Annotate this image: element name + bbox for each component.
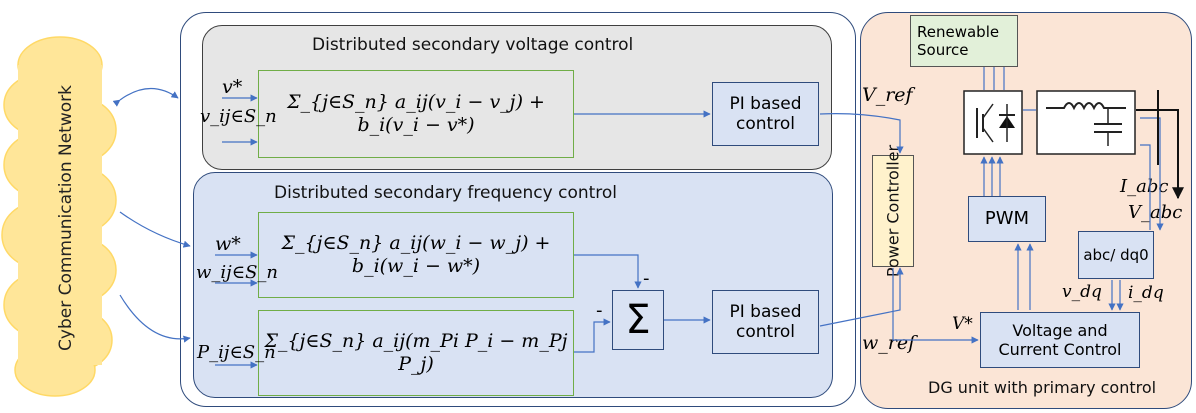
signal-v-dq: v_dq: [1062, 282, 1102, 302]
wire-v-ref: [819, 113, 904, 154]
link-cyber-frequency: [119, 211, 191, 248]
dg-unit-caption: DG unit with primary control: [928, 378, 1157, 397]
signal-i-abc: I_abc: [1120, 176, 1169, 197]
pi-controller-frequency: PI based control: [712, 290, 819, 354]
summing-junction: Σ: [612, 290, 664, 350]
summing-sign-left: -: [596, 300, 603, 321]
cyber-network-cloud: [1, 36, 117, 397]
power-controller-block: [872, 155, 914, 267]
summing-sign-top: -: [643, 268, 650, 289]
pwm-block: PWM: [968, 196, 1046, 242]
pi-controller-voltage: PI based control: [712, 82, 819, 146]
abc-dq0-block: abc/ dq0: [1078, 231, 1154, 279]
abc-dq0-label: abc/ dq0: [1083, 246, 1149, 264]
signal-v-star: V*: [952, 314, 973, 334]
signal-i-dq: i_dq: [1128, 283, 1164, 303]
power-consensus-block: Σ_{j∈S_n} a_ij(m_Pi P_i − m_Pj P_j): [258, 310, 574, 396]
renewable-source-block: Renewable Source: [910, 15, 1018, 67]
frequency-consensus-block: Σ_{j∈S_n} a_ij(w_i − w_j) + b_i(w_i − w*…: [258, 212, 574, 298]
wire-measure-i: [1140, 117, 1164, 231]
voltage-panel-title: Distributed secondary voltage control: [312, 35, 634, 55]
input-v-star: v*: [222, 76, 243, 98]
signal-v-ref: V_ref: [862, 84, 913, 106]
pi-voltage-label: PI based control: [729, 93, 802, 134]
pi-frequency-label: PI based control: [729, 301, 802, 342]
input-v-neighbors: v_ij∈S_n: [200, 106, 277, 127]
signal-v-abc: V_abc: [1128, 202, 1183, 223]
output-current-arrow: [1136, 109, 1184, 200]
input-p-neighbors: P_ij∈S_n: [197, 342, 276, 363]
voltage-equation: Σ_{j∈S_n} a_ij(v_i − v_j) + b_i(v_i − v*…: [287, 91, 545, 136]
secondary-control-container: [180, 12, 856, 407]
frequency-equation: Σ_{j∈S_n} a_ij(w_i − w_j) + b_i(w_i − w*…: [281, 232, 551, 277]
summing-symbol: Σ: [625, 297, 651, 343]
voltage-consensus-block: Σ_{j∈S_n} a_ij(v_i − v_j) + b_i(v_i − v*…: [258, 70, 574, 158]
power-equation: Σ_{j∈S_n} a_ij(m_Pi P_i − m_Pj P_j): [264, 330, 568, 375]
link-cyber-voltage: [112, 87, 179, 107]
link-cyber-power: [119, 294, 191, 343]
signal-w-ref: w_ref: [862, 332, 916, 354]
input-w-neighbors: w_ij∈S_n: [196, 262, 278, 283]
inverter-switch: [963, 90, 1023, 155]
renewable-source-label: Renewable Source: [917, 23, 1000, 59]
voltage-current-control-block: Voltage and Current Control: [980, 312, 1140, 368]
input-w-star: w*: [215, 233, 241, 255]
wire-w-ref: [819, 267, 904, 327]
wire-power-to-sum: [574, 318, 611, 353]
voltage-current-control-label: Voltage and Current Control: [998, 320, 1122, 359]
wire-v-star: [892, 268, 979, 344]
frequency-panel-title: Distributed secondary frequency control: [274, 183, 618, 203]
wire-frequency-to-sum: [574, 254, 642, 289]
wire-measure-v: [1140, 144, 1151, 230]
lc-filter: [1036, 90, 1136, 155]
pwm-label: PWM: [984, 208, 1030, 230]
